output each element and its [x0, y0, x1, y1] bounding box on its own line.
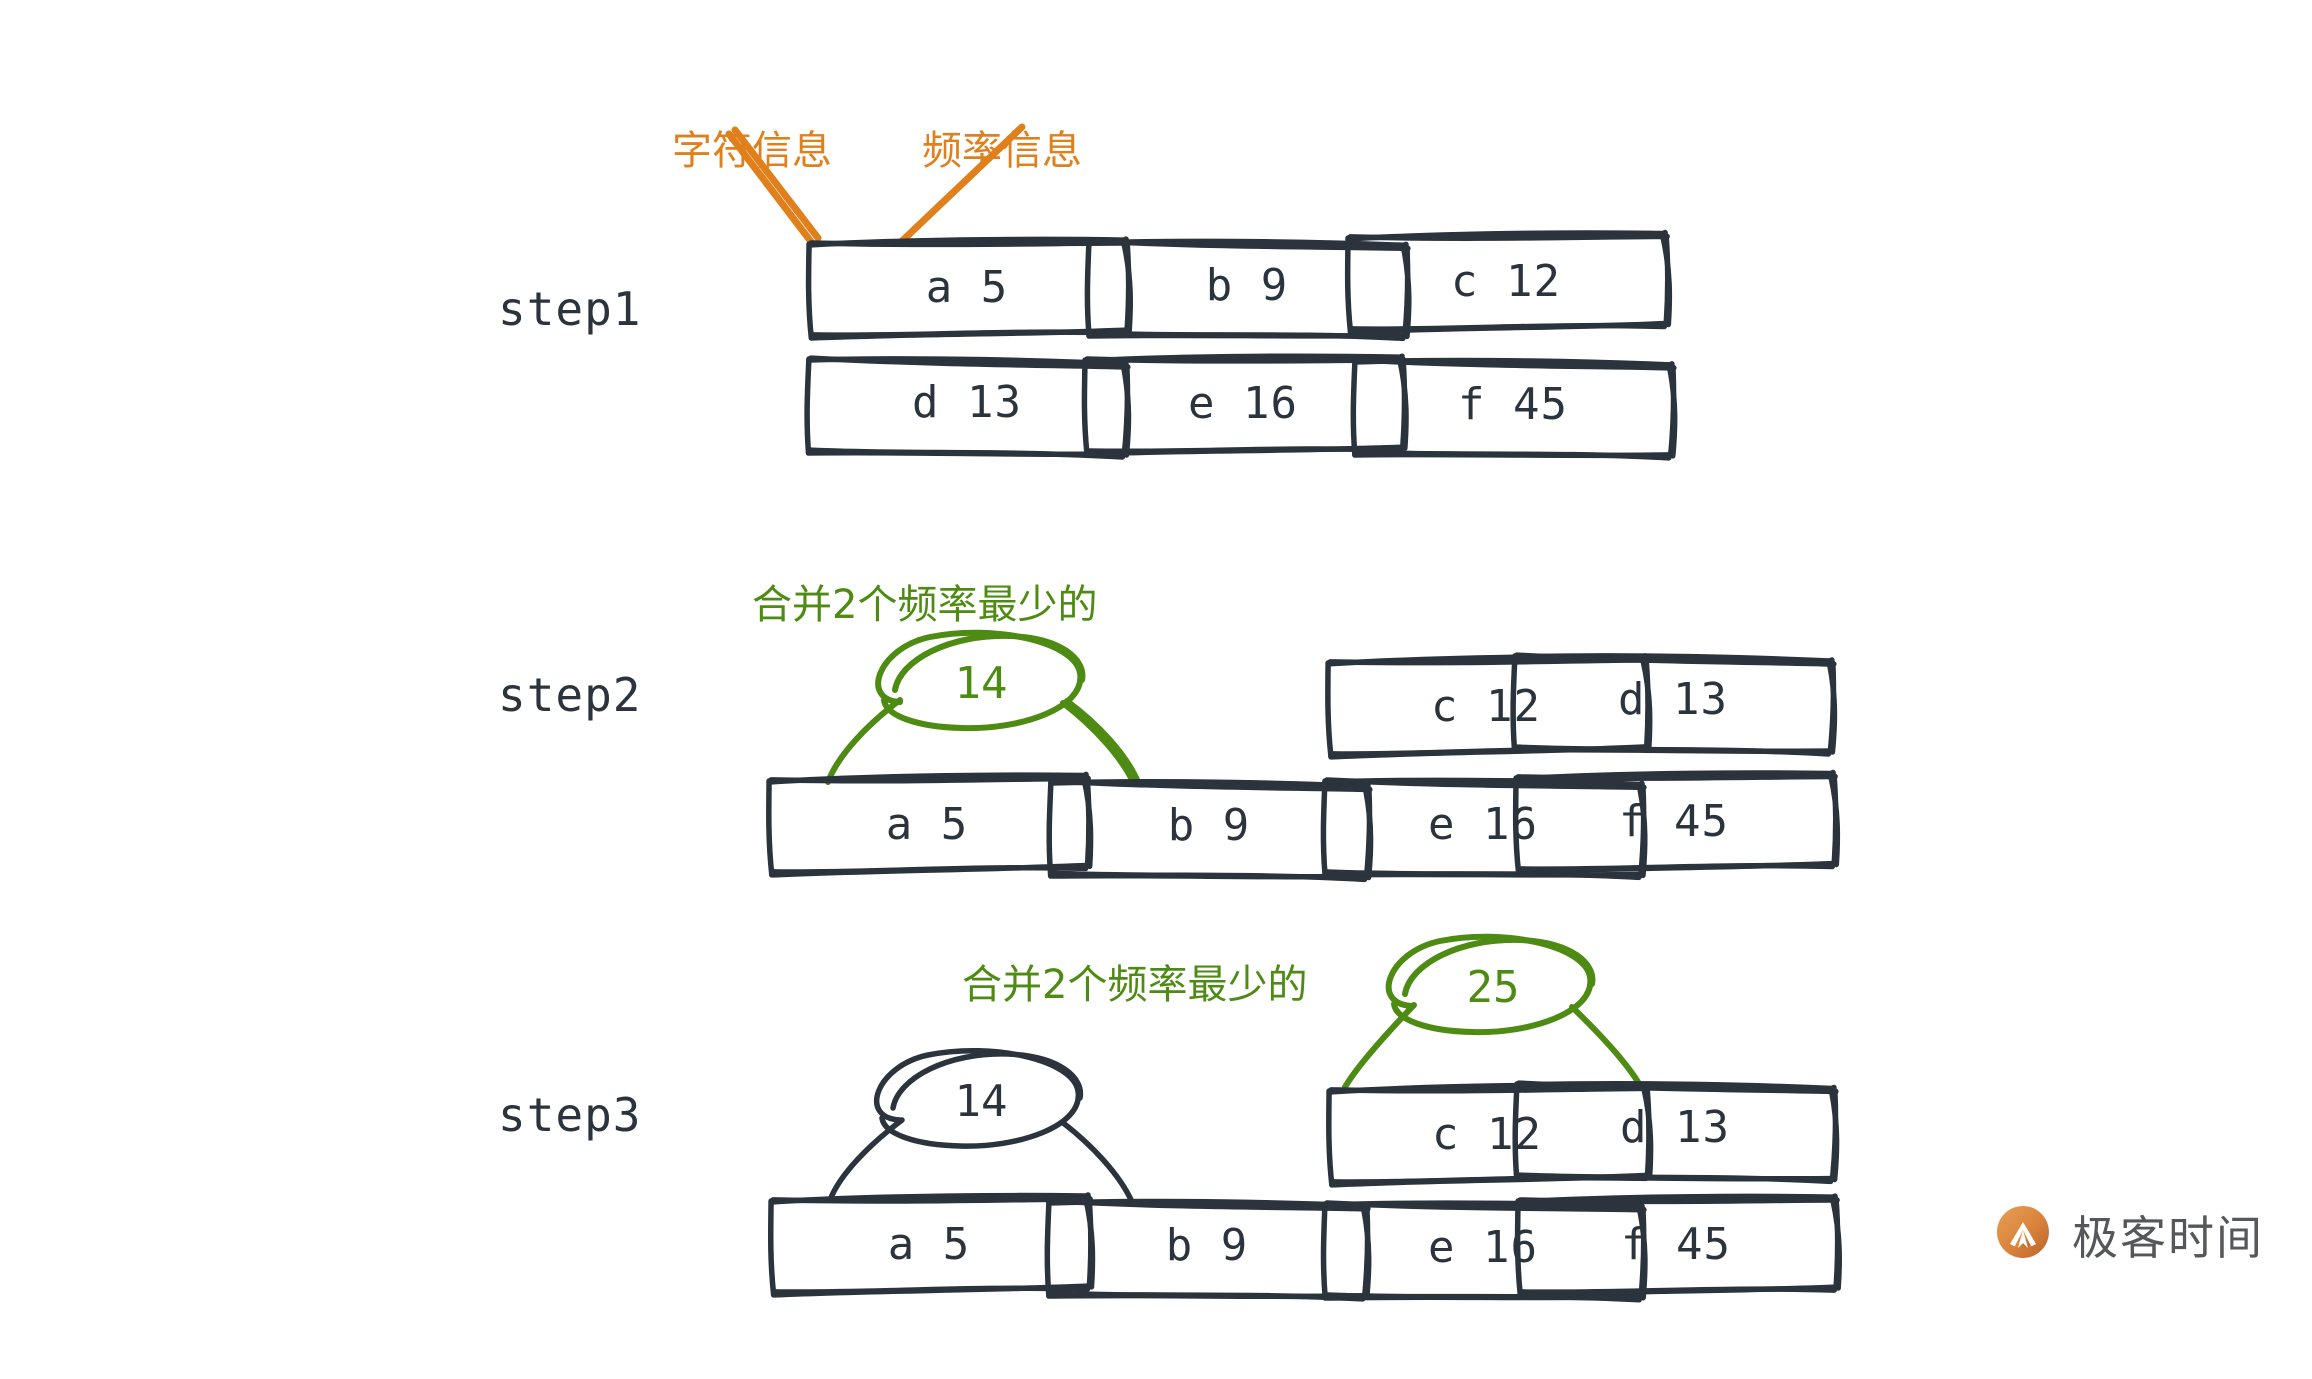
leader-line-freq-info: [898, 123, 1026, 245]
step1-leaf-f-text: f 45: [1458, 378, 1568, 430]
step3-leaf-b-text: b 9: [1165, 1219, 1249, 1271]
step2-leaf-e: e 16: [1322, 775, 1644, 875]
step1-leaf-b-text: b 9: [1205, 259, 1289, 311]
step2-leaf-d: d 13: [1512, 650, 1834, 750]
step2-leaf-c-text: c 12: [1431, 680, 1541, 732]
annotation-char-info: 字符信息: [672, 128, 832, 174]
step2-leaf-b-text: b 9: [1167, 799, 1251, 851]
step3-node-25-ellipse: [1385, 933, 1596, 1036]
step3-leaf-f: f 45: [1515, 1195, 1837, 1295]
step1-leaf-a: a 5: [806, 238, 1128, 338]
geektime-logo: 极客时间: [1988, 1200, 2264, 1270]
step3-label: step3: [498, 1088, 642, 1142]
step2-node-14: 14: [878, 636, 1084, 730]
step1-leaf-c-text: c 12: [1451, 255, 1561, 307]
step2-node-14-value: 14: [954, 657, 1008, 709]
step3-leaf-c-text: c 12: [1432, 1108, 1542, 1160]
step3-tree-edges-25: [1342, 1002, 1644, 1090]
step1-leaf-e-text: e 16: [1188, 377, 1298, 429]
step3-leaf-e: e 16: [1322, 1198, 1644, 1298]
step3-leaf-b: b 9: [1046, 1196, 1368, 1296]
step2-leaf-d-text: d 13: [1618, 673, 1728, 725]
step1-label: step1: [498, 282, 642, 336]
step2-leaf-f-text: f 45: [1619, 795, 1729, 847]
step1-leaf-d-text: d 13: [912, 376, 1022, 428]
step1-leaf-a-text: a 5: [925, 261, 1009, 313]
leader-line-char-info: [725, 126, 822, 247]
step2-leaf-f: f 45: [1513, 772, 1835, 872]
step3-node-14: 14: [878, 1054, 1084, 1148]
step3-leaf-d-text: d 13: [1620, 1101, 1730, 1153]
step3-node-25: 25: [1390, 940, 1596, 1034]
step2-leaf-a: a 5: [766, 775, 1088, 875]
annotation-freq-info: 频率信息: [922, 128, 1082, 174]
annotation-merge-step3: 合并2个频率最少的: [962, 962, 1308, 1008]
step2-label: step2: [498, 668, 642, 722]
step3-node-14-ellipse: [873, 1047, 1084, 1149]
step3-node-25-value: 25: [1466, 961, 1520, 1013]
step2-leaf-e-text: e 16: [1428, 798, 1538, 850]
step1-leaf-d: d 13: [806, 353, 1128, 453]
step2-node-14-ellipse: [875, 629, 1086, 732]
step2-leaf-a-text: a 5: [885, 798, 969, 850]
step3-leaf-f-text: f 45: [1621, 1218, 1731, 1270]
step3-leaf-d: d 13: [1514, 1078, 1836, 1178]
step3-tree-edges-14: [827, 1117, 1135, 1205]
step3-leaf-c: c 12: [1326, 1085, 1648, 1185]
annotation-merge-step2: 合并2个频率最少的: [752, 582, 1098, 628]
step1-leaf-c: c 12: [1345, 232, 1667, 332]
geektime-logo-text: 极客时间: [2072, 1211, 2264, 1265]
step3-node-14-value: 14: [954, 1075, 1008, 1127]
step1-leaf-f: f 45: [1352, 355, 1674, 455]
geektime-circle-arrow-icon: [1996, 1206, 2049, 1258]
step3-leaf-a-text: a 5: [887, 1218, 971, 1270]
step2-leaf-b: b 9: [1048, 776, 1370, 876]
step1-leaf-b: b 9: [1086, 236, 1408, 336]
step3-leaf-e-text: e 16: [1428, 1221, 1538, 1273]
step2-leaf-c: c 12: [1325, 657, 1647, 757]
step1-leaf-e: e 16: [1082, 354, 1404, 454]
step3-leaf-a: a 5: [768, 1195, 1090, 1295]
